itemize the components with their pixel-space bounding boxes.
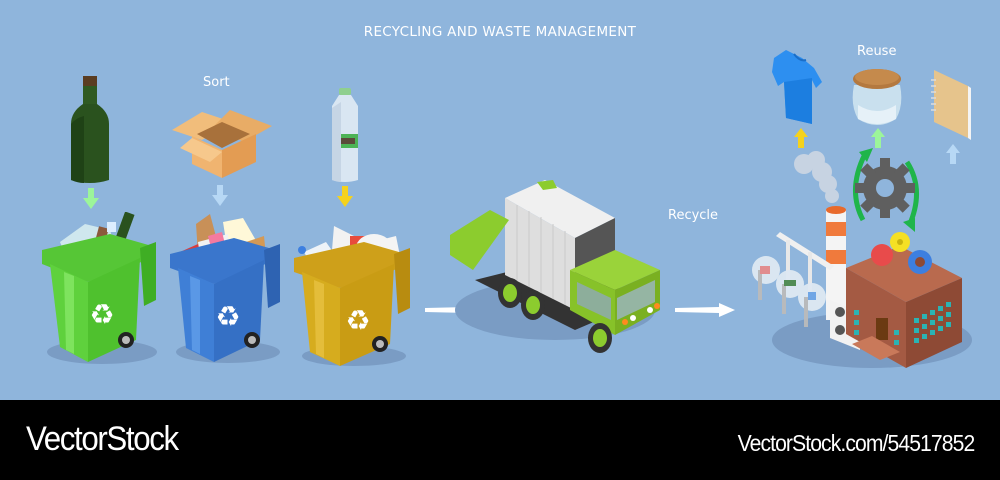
footer-bar: VectorStock VectorStock.com/54517852: [0, 400, 1000, 480]
wine-bottle-icon: [71, 76, 109, 183]
sort-label: Sort: [203, 75, 230, 90]
garbage-truck-icon: [450, 180, 660, 353]
glass-recycling-bin: ♻: [42, 212, 157, 364]
arrow-down-icon: [83, 188, 99, 209]
arrow-up-icon: [794, 128, 808, 148]
svg-text:♻: ♻: [89, 298, 114, 331]
wheels: [498, 278, 612, 353]
glass-jar-icon: [852, 69, 902, 125]
t-shirt-icon: [772, 50, 822, 124]
recycling-factory-icon: [752, 206, 972, 368]
notebook-icon: [931, 70, 971, 140]
flow-arrow-icon: [675, 303, 735, 317]
paper-recycling-bin: ♻: [170, 214, 280, 363]
page-title: RECYCLING AND WASTE MANAGEMENT: [363, 24, 637, 40]
reuse-label: Reuse: [857, 44, 897, 59]
svg-text:♻: ♻: [215, 300, 240, 333]
recycle-label: Recycle: [668, 208, 719, 223]
arrow-down-icon: [337, 186, 353, 207]
svg-text:♻: ♻: [345, 304, 370, 337]
cardboard-box-icon: [172, 110, 272, 178]
brand-logo: VectorStock: [26, 420, 179, 458]
arrow-up-icon: [946, 144, 960, 164]
smoke-icon: [794, 151, 839, 203]
processing-gear-icon: [852, 148, 920, 232]
image-url: VectorStock.com/54517852: [737, 430, 975, 456]
arrow-down-icon: [212, 185, 228, 206]
arrow-up-icon: [871, 128, 885, 148]
illustration-canvas: RECYCLING AND WASTE MANAGEMENT Sort Recy…: [0, 0, 1000, 400]
plastic-recycling-bin: ♻: [294, 226, 410, 366]
plastic-bottle-icon: [332, 88, 358, 182]
